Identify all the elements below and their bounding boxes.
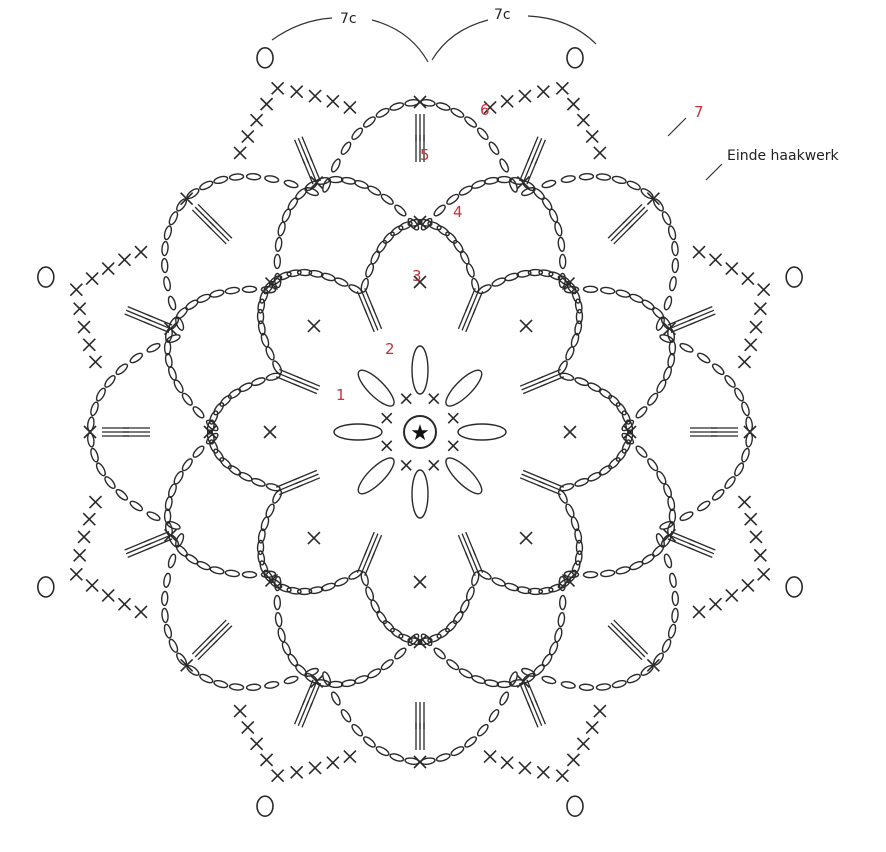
round-number-1: 1	[336, 386, 346, 404]
round-number-6: 6	[480, 101, 490, 119]
stitch-count-brackets	[272, 16, 722, 180]
stitch-count-left: 7c	[340, 11, 357, 27]
stitch-count-right: 7c	[494, 7, 511, 23]
round-number-3: 3	[412, 267, 422, 285]
round-number-4: 4	[453, 203, 463, 221]
end-of-work-label: Einde haakwerk	[727, 148, 839, 164]
round-number-2: 2	[385, 340, 395, 358]
svg-text:★: ★	[410, 421, 430, 446]
magic-ring-start: ★	[404, 416, 436, 448]
round-number-7: 7	[694, 103, 704, 121]
round-number-5: 5	[420, 146, 430, 164]
